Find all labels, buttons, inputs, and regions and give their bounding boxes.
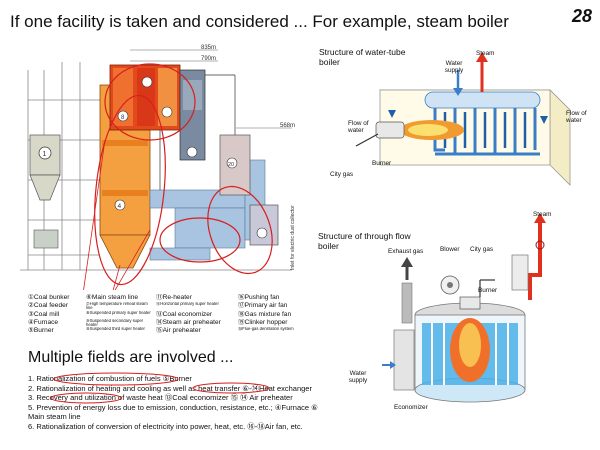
legend-item: ⑤Burner [28,327,54,335]
slide-title: If one facility is taken and considered … [10,12,509,31]
wt-flow-of-water-right-label: Flow of water [566,110,587,124]
fields-list-item: Main steam line [28,412,81,422]
page-number: 28 [571,6,592,26]
wt-flow-of-water-left-label: Flow of water [348,120,369,134]
water-supply-arrow [382,361,396,369]
economizer [393,329,415,391]
fields-list-item: 2. Rationalization of heating and coolin… [28,383,312,393]
tf-exhaust-gas-label: Exhaust gas [388,248,424,255]
svg-text:4: 4 [118,203,122,210]
gas-pipe [355,133,379,147]
tf-blower-label: Blower [440,246,460,253]
legend-item: ⑳Flue-gas denitration system [238,327,294,332]
tf-steam-label: Steam [533,211,552,218]
legend-item: ⑧Suspended primary super heater [86,310,151,315]
legend-col-4: ⑯Pushing fan ⑰Primary air fan ⑱Gas mixtu… [238,294,300,335]
dust-collector-inlet-label: Inlet for electric dust collector [290,205,296,270]
wt-city-gas-label: City gas [330,171,354,178]
annotation-circles [94,63,273,286]
burner-flame [400,120,464,140]
tf-economizer-label: Economizer [394,404,428,411]
through-flow-boiler-diagram [382,213,546,403]
wt-burner-label: Burner [372,160,392,167]
tf-city-gas-label: City gas [470,246,494,253]
steam-pipe [528,213,546,300]
burner [375,121,405,139]
legend-col-2: ⑥Main steam line ⑦High temperature rehea… [86,294,154,335]
svg-text:1: 1 [43,151,47,158]
legend-item: ⑱Gas mixture fan [238,310,292,318]
fields-list-item: 1. Rationalization of combustion of fuel… [28,374,192,383]
steam-arrow [476,52,488,92]
legend-item: ⑫Horizontal primary super heater [156,302,219,307]
fields-list-item: 6. Rationalization of conversion of elec… [28,421,303,431]
legend-item: ⑬Coal economizer [156,310,213,318]
elevation-label: 835m [201,45,216,51]
water-tube-title: Structure of water-tube boiler [319,47,406,67]
wt-steam-label: Steam [476,50,495,57]
vertical-tubes [431,323,509,385]
fields-list: 1. Rationalization of combustion of fuel… [28,374,388,432]
water-tube-boiler-diagram [355,52,571,186]
annotation-lines [83,139,151,290]
steam-drum [424,91,541,109]
fields-list-item: 3. Recovery and utilization of waste hea… [28,393,293,403]
through-flow-title: Structure of through flow boiler [318,231,411,251]
wt-water-supply-label: Water supply [444,60,464,74]
water-supply-arrow [453,70,463,96]
power-plant-diagram: 835m 790m 568m 1 4 8 [20,45,296,290]
elevation-label: 568m [280,123,295,129]
svg-text:8: 8 [121,115,125,121]
svg-text:20: 20 [228,162,234,168]
exhaust-gas-arrow [401,257,413,324]
denitration-system: 20 [219,134,251,196]
legend-item: ①Coal bunker [28,294,70,301]
air-ducts [149,159,266,261]
legend-item: ②Coal feeder [28,302,69,310]
legend-col-3: ⑪Re-heater ⑫Horizontal primary super hea… [156,294,236,335]
legend-item: ④Furnace [28,318,59,326]
list-annotation-marks [50,372,270,404]
legend-item: ⑪Re-heater [156,294,192,301]
legend-item: ⑩Suspended third super heater [86,327,145,332]
legend-item: ⑰Primary air fan [238,302,288,310]
coal-mill [33,229,59,249]
legend-item: ⑨Suspended secondary super heater [86,318,144,327]
tf-water-supply-label: Water supply [348,370,368,384]
legend-item: ⑯Pushing fan [238,294,280,301]
legend-item: ⑦High temperature reheat steam line [86,302,148,311]
fields-list-item: 5. Prevention of energy loss due to emis… [28,402,318,412]
elevation-label: 790m [201,56,216,62]
legend-item: ⑭Steam air preheater [156,318,221,326]
air-preheater [249,204,279,246]
legend-item: ③Coal mill [28,310,60,318]
legend-item: ⑲Clinker hopper [238,318,288,326]
burner-flame [450,318,490,382]
burner [459,296,481,310]
flow-arrows [388,110,548,124]
legend-item: ⑮Air preheater [156,327,201,335]
legend-col-1: ①Coal bunker ②Coal feeder ③Coal mill ④Fu… [28,294,86,335]
legend-item: ⑥Main steam line [86,294,139,301]
steam-separator [511,254,529,291]
tf-burner-label: Burner [478,287,498,294]
multiple-fields-title: Multiple fields are involved ... [28,349,234,366]
coal-bunker: 1 [29,134,61,201]
